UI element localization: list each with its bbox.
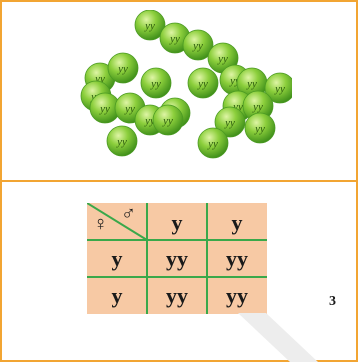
col-header-2: y	[232, 210, 243, 235]
pea-genotype-label: yy	[224, 117, 235, 129]
pea-genotype-label: yy	[217, 53, 228, 65]
row-header-1: y	[112, 246, 123, 271]
watermark-stroke	[238, 268, 358, 362]
pea-genotype-label: yy	[99, 103, 110, 115]
pea-genotype-label: yy	[169, 33, 180, 45]
pea-genotype-label: yy	[254, 123, 265, 135]
female-symbol: ♀	[93, 213, 108, 235]
cell-r2-c1: yy	[166, 283, 188, 308]
pea: yy	[188, 68, 218, 98]
pea-genotype-label: yy	[124, 103, 135, 115]
pea-genotype-label: yy	[150, 78, 161, 90]
pea: yy	[198, 128, 228, 158]
pea-genotype-label: yy	[144, 20, 155, 32]
pea-genotype-label: yy	[246, 78, 257, 90]
col-header-1: y	[172, 210, 183, 235]
pea-genotype-label: yy	[116, 136, 127, 148]
male-symbol: ♂	[121, 203, 136, 225]
row-header-2: y	[112, 283, 123, 308]
pea: yy	[245, 113, 275, 143]
pea: yy	[153, 105, 183, 135]
pea-genotype-label: yy	[274, 83, 285, 95]
pea-genotype-label: yy	[192, 40, 203, 52]
pea: yy	[108, 53, 138, 83]
pea-genotype-label: yy	[252, 101, 263, 113]
pea-genotype-label: yy	[207, 138, 218, 150]
pea-genotype-label: yy	[162, 115, 173, 127]
pea: yy	[141, 68, 171, 98]
cell-r1-c1: yy	[166, 246, 188, 271]
pea: yy	[107, 126, 137, 156]
pea-genotype-label: yy	[117, 63, 128, 75]
panel-divider	[0, 180, 358, 182]
pea-genotype-label: yy	[197, 78, 208, 90]
